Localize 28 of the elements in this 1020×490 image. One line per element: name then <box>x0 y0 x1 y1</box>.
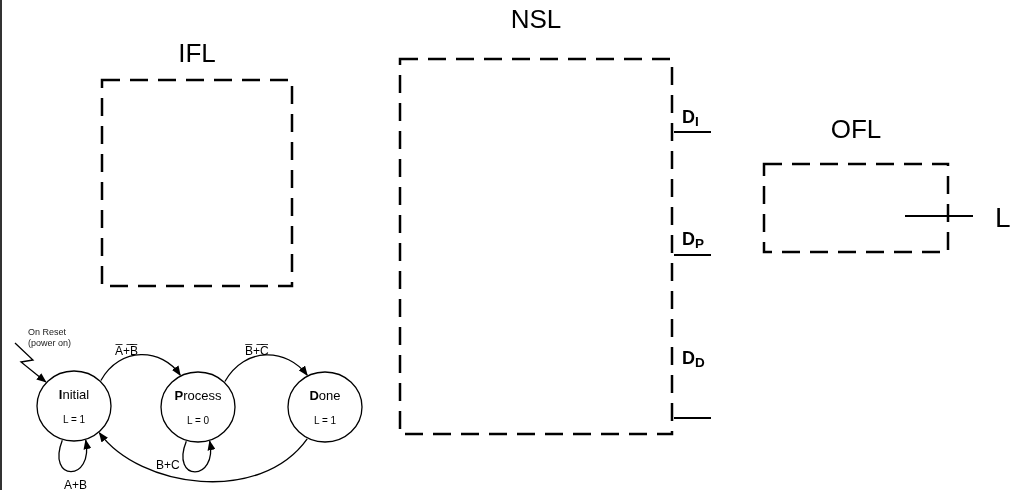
edge-label: B̅+̅C̅ <box>245 343 269 360</box>
output-label: L <box>995 200 1017 236</box>
output-value: L = 1 <box>62 413 86 428</box>
arrow <box>14 342 47 383</box>
state-name: Process <box>174 386 222 405</box>
state-name: Done <box>309 386 341 405</box>
block-heading: NSL <box>509 4 563 34</box>
edge-label: B+C <box>156 457 180 474</box>
signal-line <box>673 254 712 256</box>
edge-label: A̅+̅B̅ <box>115 343 138 360</box>
state-name: Initial <box>58 385 90 404</box>
signal-line <box>673 417 712 419</box>
block-heading: OFL <box>829 114 883 144</box>
signal-line <box>673 131 712 133</box>
output-value: L = 1 <box>313 414 337 429</box>
edge-label: D$_{D}$ <box>682 347 705 372</box>
signal-line <box>904 215 974 217</box>
arrow <box>58 439 91 473</box>
block-heading: IFL <box>177 38 217 68</box>
edge-label: On Reset (power on) <box>28 327 73 349</box>
arrow <box>100 354 181 382</box>
arrow <box>182 440 215 473</box>
arrow <box>224 354 308 383</box>
output-value: L = 0 <box>186 414 210 429</box>
edge-label: D$_{P}$ <box>682 228 704 253</box>
edge-label: A+B <box>64 477 87 490</box>
arrow <box>98 432 308 483</box>
edge-label: D$_{I}$ <box>682 106 699 131</box>
